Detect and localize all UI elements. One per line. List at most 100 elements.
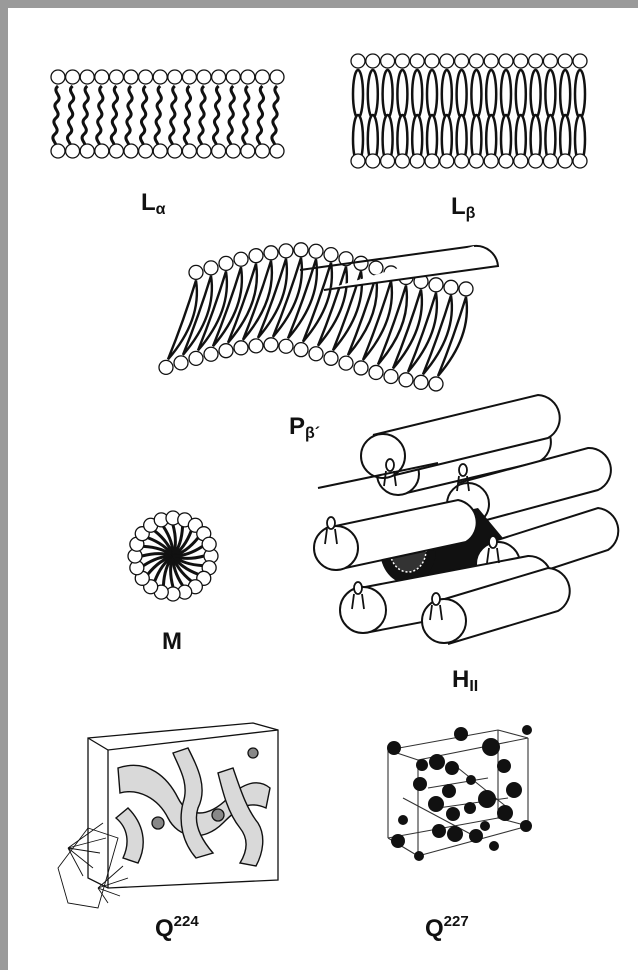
label-l-beta: Lβ [451, 195, 475, 222]
lattice-sphere [447, 826, 463, 842]
lipid-head [573, 154, 587, 168]
lipid-head [369, 365, 383, 379]
lipid-head [182, 144, 196, 158]
lattice-sphere [454, 727, 468, 741]
lipid-head [204, 347, 218, 361]
lipid-chain [486, 70, 496, 118]
lipid-head [202, 537, 216, 551]
lipid-head [366, 54, 380, 68]
lipid-head [153, 144, 167, 158]
lipid-head [294, 343, 308, 357]
lipid-head [309, 347, 323, 361]
lattice-sphere [387, 741, 401, 755]
lipid-head [410, 154, 424, 168]
lipid-chain [353, 70, 363, 118]
lipid-chain [257, 86, 263, 150]
lipid-head [384, 369, 398, 383]
l-beta-bilayer-diagram [351, 54, 587, 168]
label-l-alpha: Lα [141, 191, 166, 218]
lipid-head [255, 144, 269, 158]
lipid-head [573, 54, 587, 68]
lipid-chain [213, 86, 219, 150]
lipid-chain [82, 86, 88, 150]
lipid-head [440, 54, 454, 68]
lipid-chain [560, 70, 570, 118]
lipid-chain [442, 70, 452, 118]
lattice-sphere [413, 777, 427, 791]
lipid-head [219, 344, 233, 358]
lattice-edge [428, 778, 488, 788]
lipid-chain [471, 70, 481, 118]
lipid-head [354, 361, 368, 375]
lipid-head [469, 154, 483, 168]
lattice-sphere [520, 820, 532, 832]
lipid-head [66, 70, 80, 84]
lattice-sphere [432, 824, 446, 838]
lipid-head [558, 154, 572, 168]
lattice-sphere [442, 784, 456, 798]
lipid-head [139, 144, 153, 158]
lattice-sphere [522, 725, 532, 735]
lipid-chain [170, 86, 176, 150]
lipid-head [354, 256, 368, 270]
lipid-head [529, 154, 543, 168]
lipid-head [109, 70, 123, 84]
lipid-head [139, 70, 153, 84]
lipid-head [264, 246, 278, 260]
l-alpha-bilayer-diagram [51, 70, 284, 158]
lipid-head [95, 144, 109, 158]
lattice-sphere [466, 775, 476, 785]
lipid-head [174, 356, 188, 370]
q227-cubic-lattice-diagram [387, 725, 532, 861]
lipid-head [309, 244, 323, 258]
lipid-head [234, 341, 248, 355]
lipid-head [182, 70, 196, 84]
lipid-head [255, 70, 269, 84]
lipid-head [168, 144, 182, 158]
lipid-head [204, 261, 218, 275]
lipid-chain [575, 70, 585, 118]
lipid-chain [53, 86, 59, 150]
lipid-head [189, 351, 203, 365]
lattice-sphere [489, 841, 499, 851]
lipid-chain [501, 70, 511, 118]
lipid-chain [427, 70, 437, 118]
lipid-head [124, 70, 138, 84]
lipid-head [499, 54, 513, 68]
lipid-head [197, 70, 211, 84]
lipid-head [381, 154, 395, 168]
lipid-head [80, 144, 94, 158]
lattice-sphere [497, 805, 513, 821]
q224-cubic-network-diagram [58, 723, 278, 908]
lipid-head [484, 154, 498, 168]
label-micelle: M [162, 630, 182, 654]
lipid-head [455, 54, 469, 68]
lipid-chain [412, 70, 422, 118]
lipid-head [270, 70, 284, 84]
lipid-head [294, 243, 308, 257]
lipid-head [241, 70, 255, 84]
lipid-head [109, 144, 123, 158]
lattice-sphere [391, 834, 405, 848]
label-q227: Q227 [425, 914, 469, 941]
lattice-sphere [464, 802, 476, 814]
lipid-chain [397, 70, 407, 118]
lipid-head [226, 144, 240, 158]
lipid-chain [531, 70, 541, 118]
lipid-head [484, 54, 498, 68]
lipid-head [395, 54, 409, 68]
lipid-chain [272, 86, 278, 150]
lipid-head [514, 54, 528, 68]
lattice-sphere [506, 782, 522, 798]
label-h-ii: HII [452, 668, 478, 695]
lattice-sphere [445, 761, 459, 775]
lipid-head [469, 54, 483, 68]
lipid-head [264, 338, 278, 352]
lipid-head [543, 54, 557, 68]
lattice-sphere [446, 807, 460, 821]
lipid-chain [199, 86, 205, 150]
lipid-head [399, 373, 413, 387]
lipid-head [197, 144, 211, 158]
lipid-head [159, 360, 173, 374]
lipid-chain [67, 86, 73, 150]
